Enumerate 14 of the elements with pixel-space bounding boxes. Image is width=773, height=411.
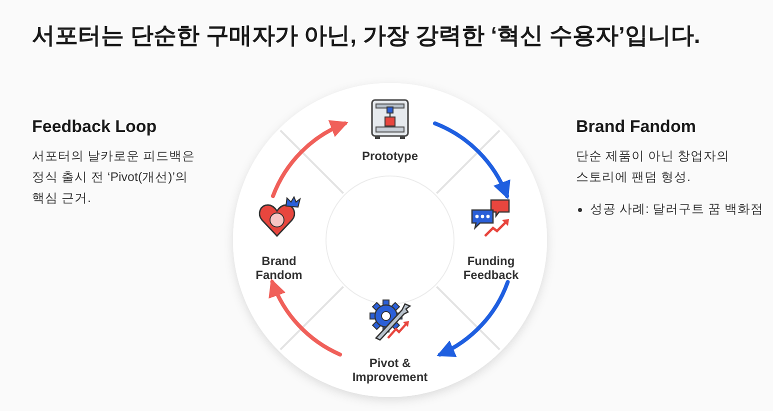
node-label: Prototype: [360, 149, 419, 163]
bullet-text: 성공 사례: 달러구트 꿈 백화점: [590, 201, 764, 218]
cycle-arrow: [270, 278, 342, 357]
cycle-arrow: [436, 280, 510, 357]
panel-text: 서포터의 날카로운 피드백은 정식 출시 전 ‘Pivot(개선)’의 핵심 근거.: [32, 148, 196, 207]
panel-heading: Feedback Loop: [32, 117, 158, 137]
panel-text: 단순 제품이 아닌 창업자의 스토리에 팬덤 형성.: [576, 148, 730, 186]
node-label: Brand Fandom: [254, 254, 304, 282]
title: 서포터는 단순한 구매자가 아닌, 가장 강력한 ‘혁신 수용자’입니다.: [32, 21, 700, 50]
node-label: Funding Feedback: [462, 254, 520, 282]
node-label: Pivot & Improvement: [351, 356, 429, 384]
cycle-arrow: [433, 121, 510, 200]
panel-heading: Brand Fandom: [576, 117, 697, 137]
cycle-arrow: [271, 121, 348, 198]
